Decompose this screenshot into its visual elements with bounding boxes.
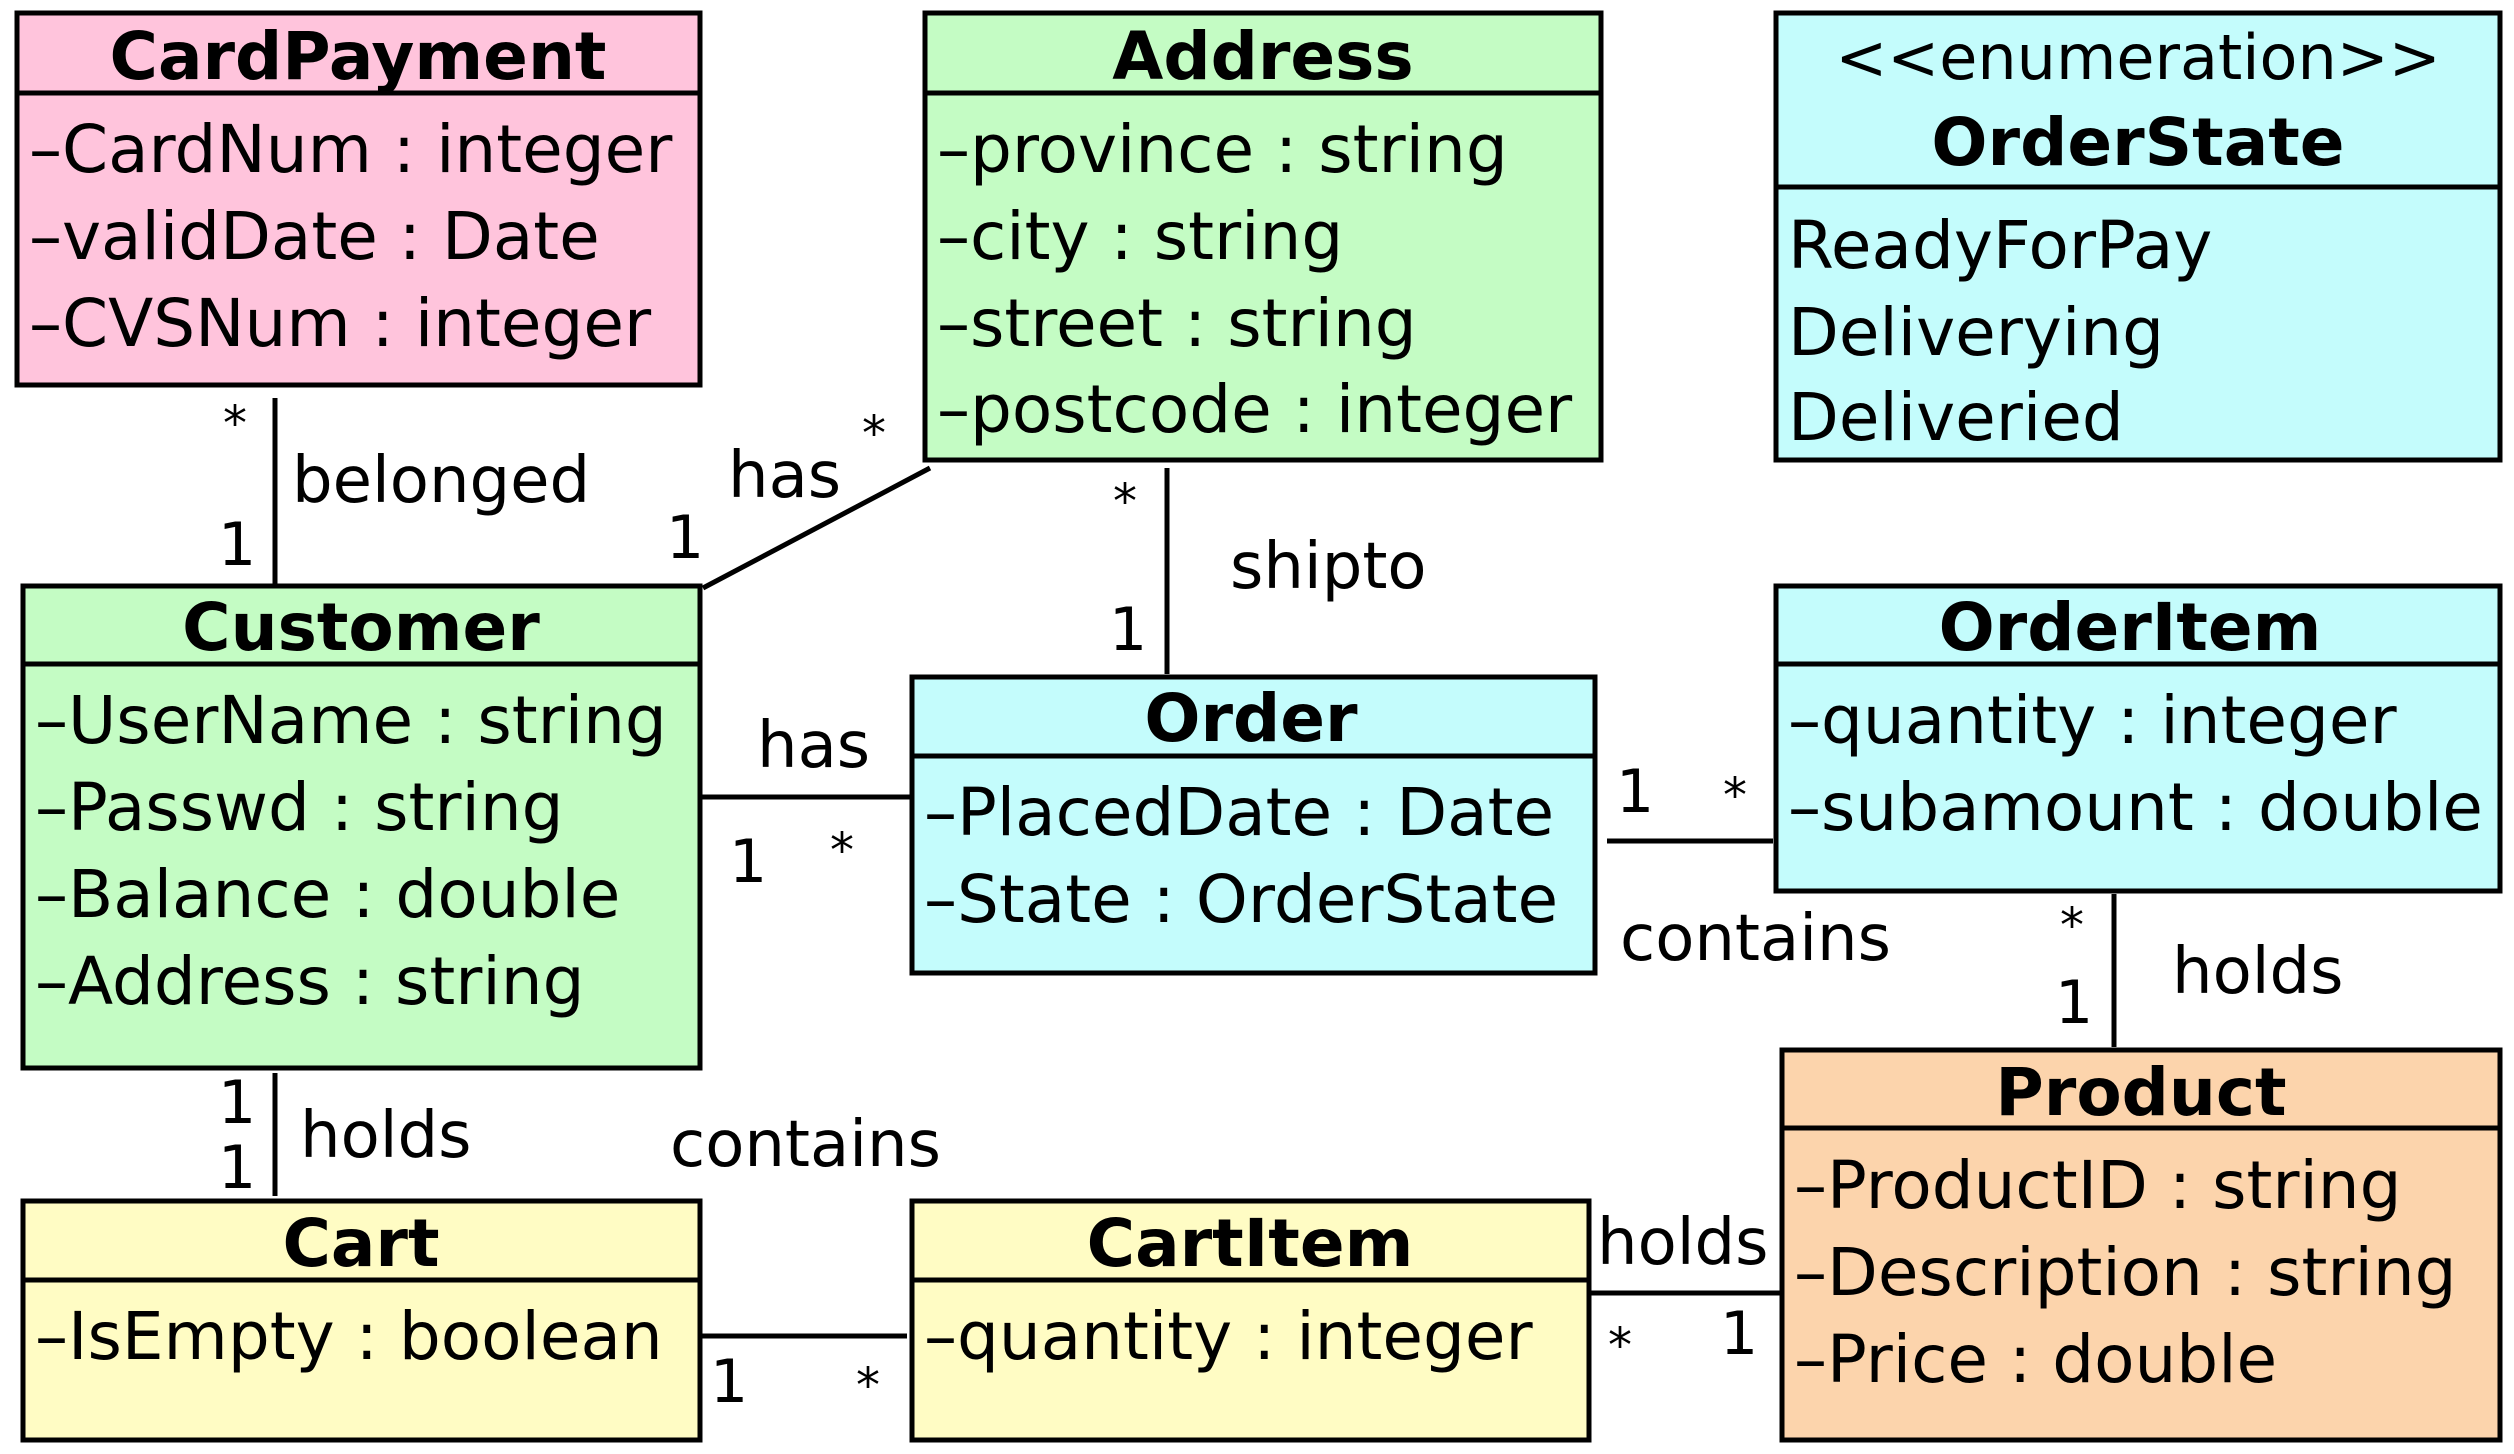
class-product[interactable]: Product –ProductID : string –Description… [1779,1047,2503,1443]
class-orderitem[interactable]: OrderItem –quantity : integer –subamount… [1773,583,2503,894]
mult-holds-product-ci: 1 [1720,1299,1758,1369]
mult-has-address-customer: 1 [666,503,704,573]
class-address-attr: –province : string [937,111,1508,188]
mult-contains-cartitem: * [856,1358,880,1414]
class-address-attr: –postcode : integer [937,371,1573,448]
label-shipto: shipto [1230,530,1427,604]
class-product-attr: –Price : double [1794,1321,2277,1398]
class-order-box [909,674,1598,976]
class-order-attr: –PlacedDate : Date [924,774,1554,851]
class-order-name: Order [1144,680,1358,757]
mult-belonged-customer: 1 [218,510,256,580]
enum-orderstate-literal: ReadyForPay [1788,207,2212,284]
class-cardpayment-name: CardPayment [110,18,607,95]
class-orderitem-name: OrderItem [1939,589,2322,666]
mult-has-address-address: * [862,406,886,462]
mult-shipto-address: * [1113,474,1137,530]
assoc-has-address-line [701,465,932,591]
mult-contains-orderitem: * [1723,768,1747,824]
class-customer-attr: –Address : string [35,943,585,1020]
class-cardpayment[interactable]: CardPayment –CardNum : integer –validDat… [14,10,703,388]
label-contains-cartitem: contains [670,1108,941,1182]
mult-holds-product-oi: 1 [2055,968,2093,1038]
label-holds-cartitem-product: holds [1597,1206,1768,1280]
label-contains-orderitem: contains [1620,902,1891,976]
class-address-attr: –city : string [937,198,1343,275]
class-cardpayment-attr: –validDate : Date [29,198,600,275]
class-cart-name: Cart [282,1205,439,1282]
mult-belonged-cardpayment: * [223,396,247,452]
class-cardpayment-attr: –CVSNum : integer [29,285,652,362]
class-address-attr: –street : string [937,285,1417,362]
label-holds-cart: holds [300,1099,471,1173]
class-orderitem-box [1773,583,2503,894]
enum-orderstate[interactable]: <<enumeration>> OrderState ReadyForPay D… [1773,10,2503,463]
enum-orderstate-literal: Deliveried [1788,379,2124,456]
label-has-order: has [757,709,870,783]
class-cardpayment-box [14,10,703,388]
mult-holds-orderitem: * [2060,898,2084,954]
class-product-name: Product [1995,1054,2286,1131]
class-address-box [922,10,1604,463]
class-cartitem-attr: –quantity : integer [924,1298,1533,1375]
class-cardpayment-attr: –CardNum : integer [29,111,673,188]
class-customer-attr: –Balance : double [35,856,620,933]
enum-orderstate-stereotype: <<enumeration>> [1835,21,2440,94]
mult-has-order-customer: 1 [729,827,767,897]
class-cart-box [20,1198,703,1443]
class-product-box [1779,1047,2503,1443]
class-order-attr: –State : OrderState [924,861,1558,938]
enum-orderstate-literal: Deliverying [1788,294,2164,371]
mult-contains-cart: 1 [710,1347,748,1417]
class-customer[interactable]: Customer –UserName : string –Passwd : st… [20,583,703,1071]
class-cartitem-box [909,1198,1592,1443]
class-product-attr: –Description : string [1794,1234,2457,1311]
enum-orderstate-name: OrderState [1931,104,2344,181]
mult-contains-order: 1 [1616,757,1654,827]
class-cartitem-name: CartItem [1087,1205,1414,1282]
mult-holds-cartitem: * [1608,1318,1632,1374]
class-customer-attr: –Passwd : string [35,769,564,846]
label-belonged: belonged [292,444,590,518]
mult-holds-cart-cart: 1 [218,1133,256,1203]
class-customer-name: Customer [182,589,540,666]
class-address[interactable]: Address –province : string –city : strin… [922,10,1604,463]
class-cart-attr: –IsEmpty : boolean [35,1298,663,1375]
class-customer-attr: –UserName : string [35,682,667,759]
class-order[interactable]: Order –PlacedDate : Date –State : OrderS… [909,674,1598,976]
mult-shipto-order: 1 [1109,595,1147,665]
mult-holds-cart-customer: 1 [218,1068,256,1138]
class-product-attr: –ProductID : string [1794,1147,2402,1224]
label-holds-orderitem-product: holds [2172,935,2343,1009]
mult-has-order-order: * [830,823,854,879]
class-cart[interactable]: Cart –IsEmpty : boolean [20,1198,703,1443]
class-orderitem-attr: –quantity : integer [1788,682,2397,759]
label-has-address: has [728,439,841,513]
class-orderitem-attr: –subamount : double [1788,769,2483,846]
enum-orderstate-box [1773,10,2503,463]
class-cartitem[interactable]: CartItem –quantity : integer [909,1198,1592,1443]
class-address-name: Address [1112,18,1413,95]
